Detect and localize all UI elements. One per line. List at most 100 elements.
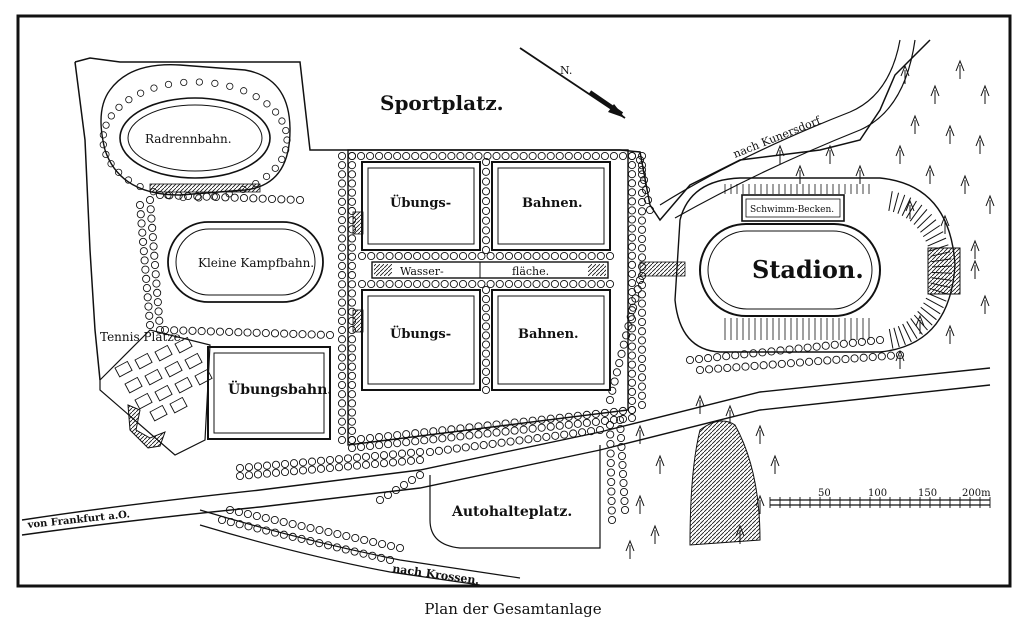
tree-mark	[627, 405, 637, 415]
scale-bar	[769, 497, 991, 508]
tree-mark	[481, 367, 491, 376]
tree-mark	[429, 435, 438, 444]
tree-mark	[447, 433, 456, 442]
tree-mark	[600, 408, 609, 417]
tree-mark	[607, 477, 616, 487]
tree-mark	[384, 440, 393, 449]
tree-mark	[99, 141, 107, 149]
tree-mark	[375, 151, 384, 161]
tree-mark	[564, 420, 573, 429]
autohalteplatz-road	[429, 445, 601, 549]
tree-mark	[297, 534, 306, 543]
tree-mark	[387, 541, 396, 551]
tennis-court	[144, 368, 163, 386]
stand-step	[892, 192, 900, 213]
tree-mark	[627, 333, 637, 342]
tree-mark	[616, 424, 625, 434]
tree-crown	[755, 494, 765, 507]
tree-mark	[830, 340, 839, 349]
tree-mark	[694, 354, 704, 364]
tree-mark	[637, 161, 647, 170]
tree-mark	[376, 279, 385, 289]
uebungsbahn-field	[207, 346, 331, 440]
tree-mark	[629, 303, 638, 312]
tree-mark	[350, 547, 359, 556]
tree-mark	[258, 194, 267, 203]
tree-mark	[803, 343, 812, 352]
tree-mark	[337, 353, 347, 362]
tree-mark	[481, 187, 491, 196]
tree-crown	[970, 259, 980, 272]
tree-mark	[337, 326, 347, 335]
tree-mark	[393, 431, 402, 440]
stand-step	[897, 194, 906, 214]
tree-mark	[573, 411, 582, 420]
tree-mark	[481, 385, 491, 395]
tree-mark	[600, 151, 609, 161]
tree-mark	[337, 234, 347, 243]
tree-mark	[107, 112, 115, 120]
tree-mark	[315, 525, 324, 535]
stand-step	[916, 213, 933, 229]
tree-mark	[481, 216, 491, 225]
forest-trees	[625, 59, 995, 559]
tree-mark	[606, 458, 615, 468]
stand-step	[927, 292, 947, 302]
tree-crown	[725, 404, 735, 417]
tree-mark	[337, 170, 347, 179]
tree-mark	[741, 362, 750, 371]
tree-mark	[147, 214, 156, 223]
tree-mark	[627, 206, 637, 215]
tree-mark	[420, 151, 429, 161]
tree-mark	[560, 251, 569, 261]
tree-mark	[740, 350, 749, 359]
tree-mark	[591, 151, 600, 161]
label-stadion: Stadion.	[752, 255, 864, 284]
label-bahnen-1: Bahnen.	[522, 196, 583, 211]
tree-mark	[637, 165, 647, 175]
tree-mark	[422, 251, 431, 261]
tree-mark	[307, 330, 316, 339]
tree-mark	[347, 188, 357, 197]
tree-mark	[239, 193, 249, 203]
tree-mark	[479, 441, 488, 450]
tree-mark	[377, 553, 386, 562]
tree-mark	[569, 279, 578, 289]
tree-mark	[470, 442, 479, 451]
tree-mark	[481, 313, 491, 322]
tree-mark	[637, 244, 647, 253]
stand-step	[888, 191, 893, 211]
tree-mark	[569, 251, 578, 261]
tennis-court	[154, 344, 173, 362]
tree-mark	[179, 193, 187, 202]
tree-mark	[333, 529, 342, 539]
tree-mark	[367, 251, 376, 261]
tree-mark	[391, 485, 401, 495]
tree-mark	[347, 316, 357, 325]
tree-mark	[510, 151, 519, 161]
tree-mark	[234, 507, 243, 517]
tree-mark	[438, 426, 447, 435]
tree-mark	[356, 151, 366, 161]
tree-mark	[555, 151, 564, 161]
tree-mark	[501, 151, 510, 161]
tree-mark	[637, 317, 647, 327]
tree-mark	[180, 78, 188, 87]
tree-mark	[347, 435, 357, 445]
tree-mark	[637, 308, 647, 317]
tree-mark	[288, 532, 297, 541]
tennis-court	[134, 352, 153, 370]
tree-mark	[587, 427, 596, 436]
tree-mark	[195, 78, 203, 86]
tree-mark	[609, 407, 618, 416]
tree-mark	[458, 251, 468, 261]
tree-mark	[337, 298, 347, 307]
tree-mark	[337, 316, 347, 325]
map-caption: Plan der Gesamtanlage	[424, 600, 602, 618]
tree-mark	[619, 478, 628, 488]
tree-mark	[637, 336, 647, 345]
tree-mark	[102, 150, 110, 159]
tree-mark	[280, 467, 290, 477]
tree-mark	[627, 224, 637, 233]
tree-mark	[537, 423, 546, 432]
